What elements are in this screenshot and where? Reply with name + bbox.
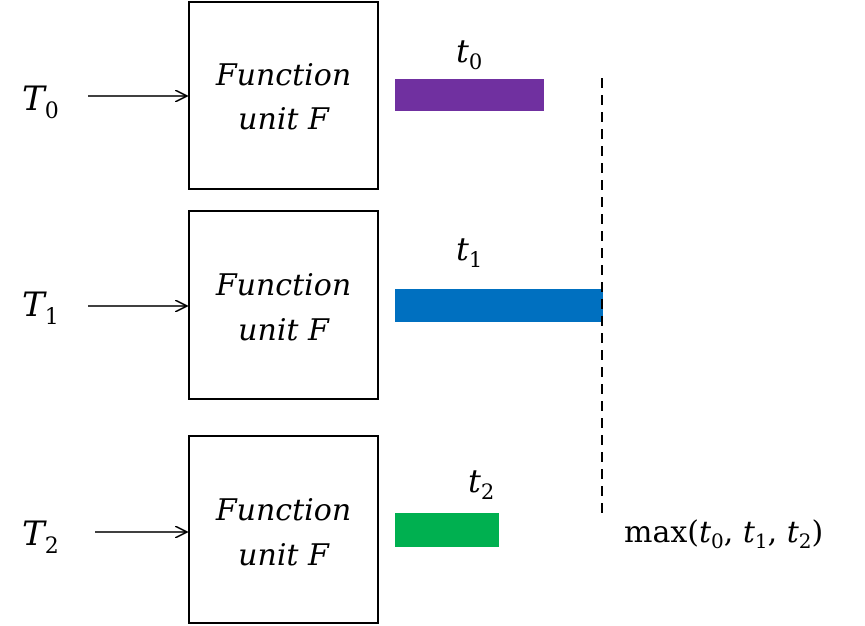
function-unit-box-2 <box>188 435 379 624</box>
time-label-1: t1 <box>456 230 482 272</box>
function-unit-label-line1-2: Function <box>215 493 351 528</box>
input-label-1: T1 <box>22 285 59 330</box>
time-bar-0 <box>395 79 544 111</box>
function-unit-label-line2-1: unit F <box>238 313 330 348</box>
input-label-2: T2 <box>22 514 59 559</box>
function-unit-label-line2-2: unit F <box>238 538 330 573</box>
function-unit-label-line1-1: Function <box>215 268 351 303</box>
input-label-0: T0 <box>22 79 59 124</box>
function-unit-box-1 <box>188 210 379 400</box>
unit-row-1: T1 Function unit F t1 <box>22 210 603 400</box>
max-time-label: max(t0, t1, t2) <box>624 515 823 553</box>
time-label-0: t0 <box>456 32 482 74</box>
function-unit-label-line2-0: unit F <box>238 102 330 137</box>
unit-row-0: T0 Function unit F t0 <box>22 1 544 190</box>
time-bar-2 <box>395 513 499 547</box>
time-bar-1 <box>395 289 603 322</box>
time-label-2: t2 <box>468 462 494 504</box>
function-unit-label-line1-0: Function <box>215 58 351 93</box>
unit-row-2: T2 Function unit F t2 <box>22 435 499 624</box>
function-unit-box-0 <box>188 1 379 190</box>
